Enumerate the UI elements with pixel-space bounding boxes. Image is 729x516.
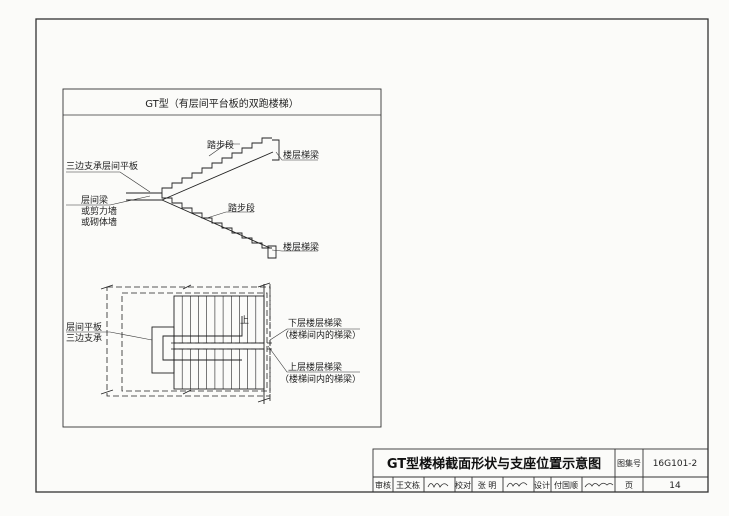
lower-flight-label: 踏步段: [228, 202, 255, 214]
sheet-border: [35, 18, 709, 493]
wall-note-line2: 或剪力墙: [81, 205, 117, 217]
check-signature: [506, 482, 528, 488]
plan-leaders: [66, 328, 360, 373]
diagram-panel: [62, 88, 382, 428]
floor-beam-bottom-label: 楼层梯梁: [283, 241, 319, 253]
upper-beam-note: （楼梯间内的梯梁）: [280, 373, 361, 385]
plan-platform-line2: 三边支承: [66, 332, 102, 344]
wall-note-line3: 或砌体墙: [81, 216, 117, 228]
signatures: [427, 482, 614, 489]
title-block: [372, 448, 709, 493]
platform-support-label: 三边支承层间平板: [66, 160, 138, 172]
review-name: 王文栋: [396, 480, 420, 490]
lower-beam-note: （楼梯间内的梯梁）: [280, 329, 361, 341]
lower-flight-treads: [181, 349, 257, 389]
plan-platform-line1: 层间平板: [66, 321, 102, 333]
panel-title: GT型（有层间平台板的双跑楼梯）: [145, 97, 299, 110]
upper-flight-treads: [181, 296, 257, 343]
wall-note-line1: 层间梁: [81, 194, 108, 206]
check-label: 校对: [455, 480, 471, 490]
atlas-no-label: 图集号: [617, 458, 641, 468]
page-number: 14: [669, 481, 681, 491]
design-label: 设计: [534, 480, 550, 490]
floor-beam-top-label: 楼层梯梁: [283, 149, 319, 161]
page-label: 页: [625, 481, 633, 490]
upper-flight-steps: [161, 137, 272, 193]
design-signature: [584, 482, 614, 488]
lower-flight-steps: [161, 193, 272, 249]
upper-flight-label: 踏步段: [207, 139, 234, 151]
review-label: 审核: [375, 480, 391, 490]
upper-beam-label: 上层楼层梯梁: [288, 361, 342, 373]
lower-beam-label: 下层楼层梯梁: [288, 317, 342, 329]
up-arrow-label: 上: [240, 315, 249, 326]
check-name: 张 明: [478, 481, 497, 490]
stair-section: [126, 139, 280, 259]
section-leaders: [66, 143, 318, 252]
drawing-title: GT型楼梯截面形状与支座位置示意图: [387, 456, 601, 472]
plan-dimension-ticks: [100, 282, 271, 403]
review-signature: [427, 483, 449, 489]
atlas-no: 16G101-2: [653, 459, 698, 469]
design-name: 付国顺: [554, 480, 578, 490]
stair-plan: [106, 284, 272, 404]
